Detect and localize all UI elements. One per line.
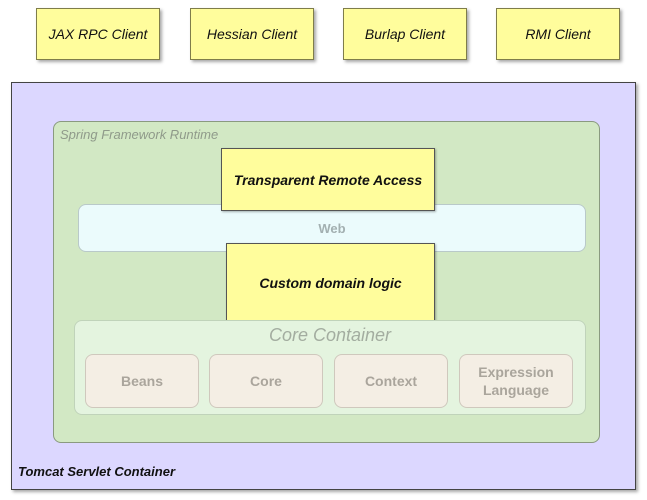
client-hessian-label: Hessian Client: [206, 26, 298, 42]
module-beans-label: Beans: [120, 373, 164, 389]
client-burlap-label: Burlap Client: [364, 26, 446, 42]
client-hessian: Hessian Client: [190, 8, 314, 60]
module-core-label: Core: [250, 373, 282, 389]
module-context: Context: [334, 354, 448, 408]
transparent-remote-access: Transparent Remote Access: [221, 148, 435, 211]
spring-framework-runtime-label: Spring Framework Runtime: [60, 127, 219, 142]
client-burlap: Burlap Client: [343, 8, 467, 60]
transparent-remote-access-label: Transparent Remote Access: [233, 171, 423, 188]
client-rmi-label: RMI Client: [525, 26, 591, 42]
core-container-label: Core Container: [268, 325, 392, 345]
web-layer-label: Web: [318, 220, 346, 236]
module-core: Core: [209, 354, 323, 408]
custom-domain-logic-label: Custom domain logic: [259, 274, 402, 291]
module-expression-language: Expression Language: [459, 354, 573, 408]
module-context-label: Context: [364, 373, 418, 389]
client-rmi: RMI Client: [496, 8, 620, 60]
module-beans: Beans: [85, 354, 199, 408]
module-expression-language-label: Expression Language: [478, 364, 554, 398]
custom-domain-logic: Custom domain logic: [226, 243, 435, 322]
client-jax-rpc-label: JAX RPC Client: [48, 26, 148, 42]
tomcat-servlet-container-label: Tomcat Servlet Container: [18, 464, 176, 479]
client-jax-rpc: JAX RPC Client: [36, 8, 160, 60]
